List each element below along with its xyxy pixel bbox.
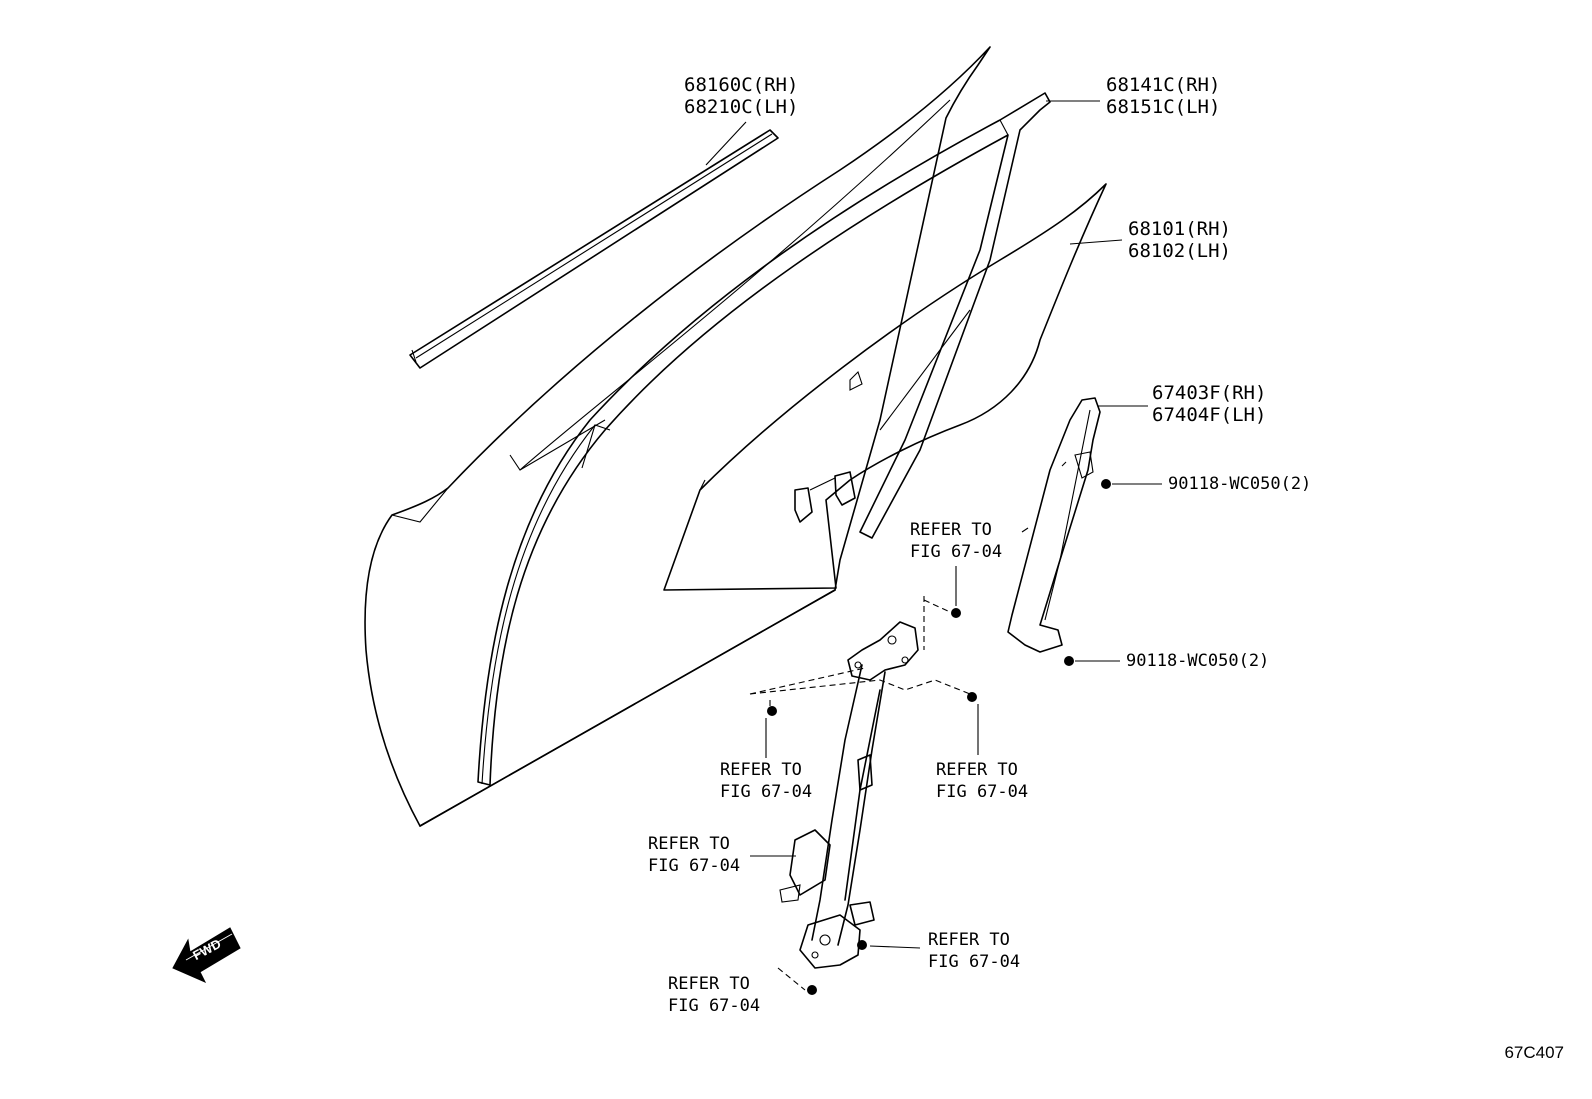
bolt-icon — [951, 608, 961, 618]
refer-fig: FIG 67-04 — [910, 542, 1003, 562]
rear-glass-guide — [1007, 397, 1101, 653]
refer-callout: REFER TO FIG 67-04 — [648, 834, 740, 878]
bolt-icon — [767, 706, 777, 716]
refer-line: REFER TO — [720, 760, 802, 780]
install-lines — [749, 596, 971, 991]
callout-rear-guide: 67403F(RH) 67404F(LH) — [1152, 382, 1266, 426]
part-number-lh: 68151C(LH) — [1106, 96, 1221, 118]
refer-callout: REFER TO FIG 67-04 — [910, 520, 1002, 564]
refer-line: REFER TO — [910, 520, 992, 540]
bolts — [767, 479, 1111, 995]
bolt-icon — [807, 985, 817, 995]
window-regulator — [779, 621, 919, 969]
part-number-lh: 68102(LH) — [1128, 240, 1231, 262]
refer-callout: REFER TO FIG 67-04 — [720, 760, 812, 804]
callout-run-channel: 68141C(RH) 68151C(LH) — [1106, 74, 1220, 118]
refer-fig: FIG 67-04 — [668, 996, 761, 1016]
callout-bolt-upper: 90118-WC050(2) — [1168, 474, 1311, 496]
part-number-lh: 67404F(LH) — [1152, 404, 1267, 426]
refer-callout: REFER TO FIG 67-04 — [928, 930, 1020, 974]
refer-line: REFER TO — [668, 974, 750, 994]
refer-callout: REFER TO FIG 67-04 — [668, 974, 760, 1018]
refer-fig: FIG 67-04 — [720, 782, 813, 802]
refer-line: REFER TO — [936, 760, 1018, 780]
part-number-rh: 67403F(RH) — [1152, 382, 1267, 404]
callout-bolt-lower: 90118-WC050(2) — [1126, 651, 1269, 673]
part-number-rh: 68141C(RH) — [1106, 74, 1221, 96]
door-panel — [364, 46, 991, 827]
part-number-rh: 68160C(RH) — [684, 74, 799, 96]
refer-fig: FIG 67-04 — [928, 952, 1021, 972]
part-number: 90118-WC050(2) — [1168, 474, 1312, 494]
door-glass — [663, 183, 1107, 591]
bolt-icon — [857, 940, 867, 950]
refer-fig: FIG 67-04 — [648, 856, 741, 876]
figure-code: 67C407 — [1504, 1043, 1564, 1062]
bolt-icon — [967, 692, 977, 702]
part-number-lh: 68210C(LH) — [684, 96, 799, 118]
bolt-icon — [1101, 479, 1111, 489]
refer-fig: FIG 67-04 — [936, 782, 1029, 802]
part-number-rh: 68101(RH) — [1128, 218, 1231, 240]
callout-door-glass: 68101(RH) 68102(LH) — [1128, 218, 1231, 262]
part-number: 90118-WC050(2) — [1126, 651, 1270, 671]
belt-moulding — [409, 129, 779, 369]
bolt-icon — [1064, 656, 1074, 666]
refer-callout: REFER TO FIG 67-04 — [936, 760, 1028, 804]
fwd-arrow-icon — [172, 927, 241, 984]
refer-line: REFER TO — [648, 834, 730, 854]
run-channel — [477, 92, 1051, 786]
refer-line: REFER TO — [928, 930, 1010, 950]
leader-lines — [705, 100, 1162, 949]
callout-belt-moulding: 68160C(RH) 68210C(LH) — [684, 74, 798, 118]
